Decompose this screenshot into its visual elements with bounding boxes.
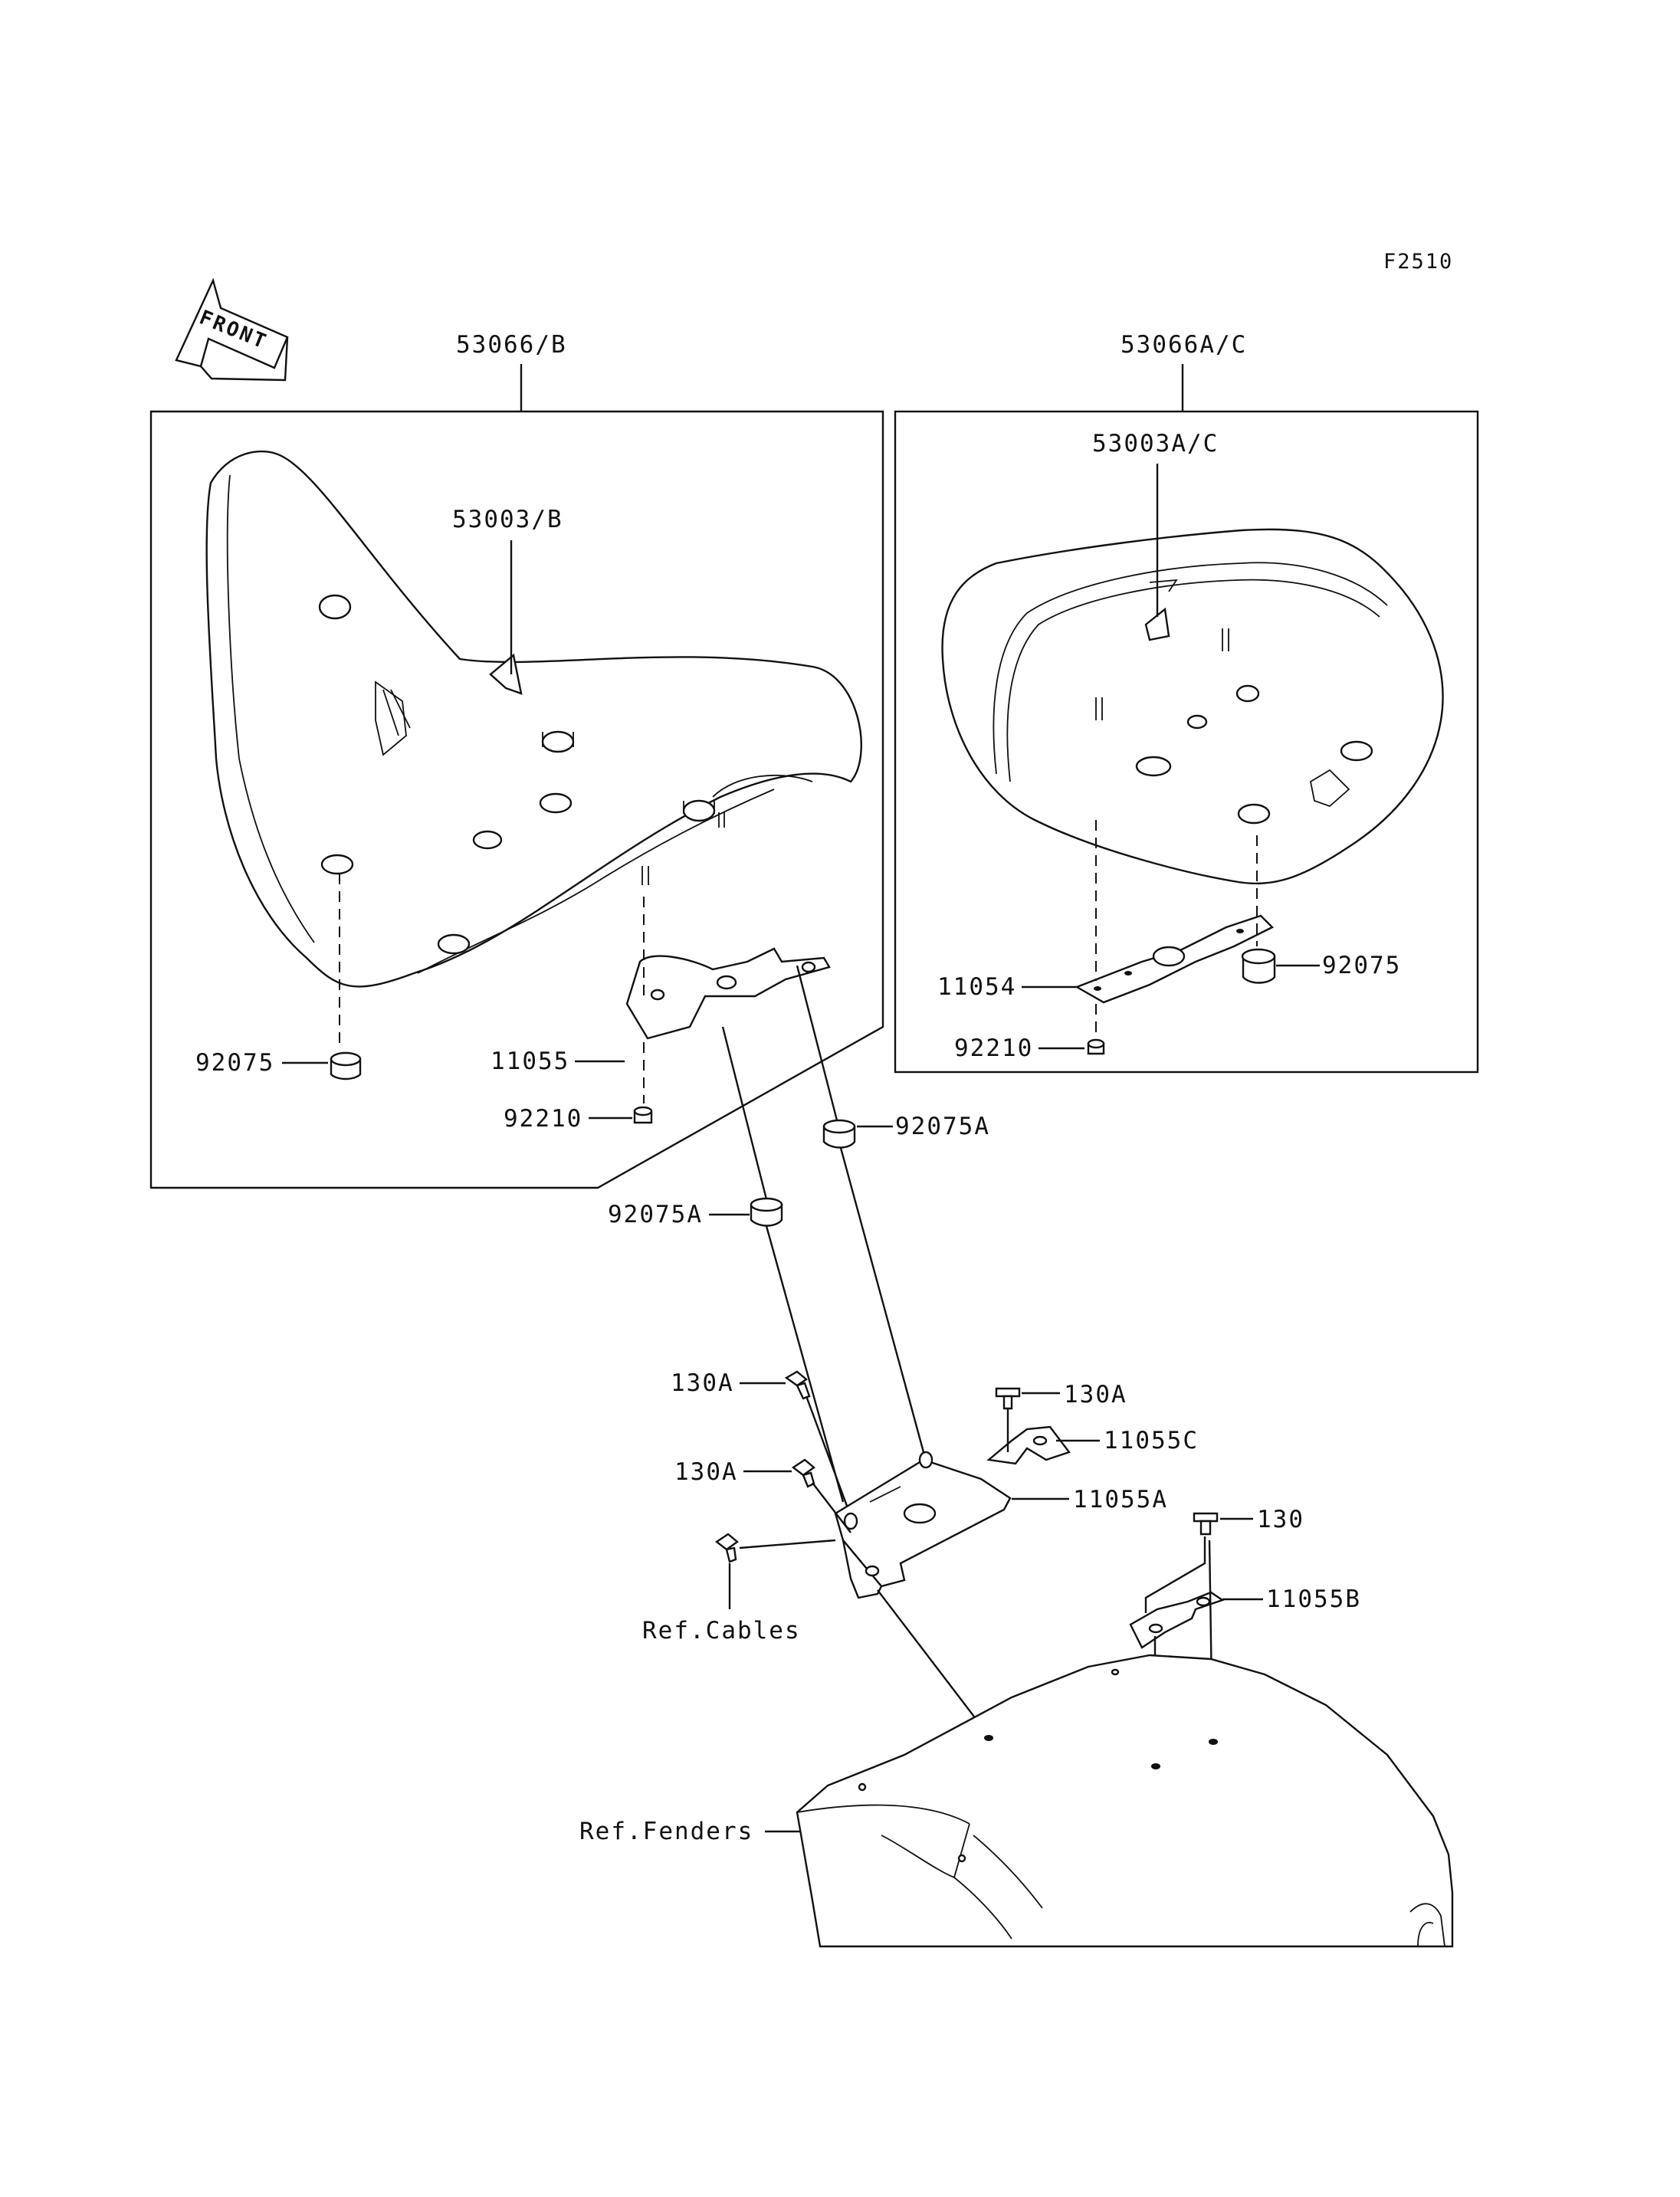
ref-fenders-label: Ref.Fenders (579, 1818, 753, 1845)
front-arrow-icon: FRONT (175, 277, 289, 382)
label-11055A: 11055A (1073, 1486, 1168, 1513)
pillion-seat-drawing (941, 528, 1444, 885)
clamp-11055C (986, 1425, 1071, 1465)
label-92210-right: 92210 (954, 1035, 1033, 1062)
rider-seat-drawing (205, 450, 862, 988)
label-130A-left-lower: 130A (674, 1458, 738, 1486)
pillion-seat-box (894, 410, 1479, 1074)
label-92210-left: 92210 (504, 1105, 582, 1133)
bracket-11055A (834, 1451, 1012, 1599)
bolt-130A-left-upper (784, 1370, 811, 1400)
grommet-92075A-lower (750, 1197, 783, 1227)
rider-seat-group: 53066/B 53003/B (149, 331, 884, 1189)
grommet-92075A-upper (822, 1119, 856, 1149)
rider-seat-assembly-label: 53066/B (456, 331, 567, 359)
figure-code: F2510 (1383, 250, 1453, 274)
pillion-seat-group: 53066A/C 53003A/C (894, 331, 1479, 1074)
label-130: 130 (1257, 1506, 1304, 1533)
plate-11054 (1075, 914, 1275, 1004)
grommet-92075-left (330, 1051, 362, 1080)
label-130A-left-upper: 130A (671, 1369, 734, 1397)
nut-92210-left (633, 1106, 653, 1124)
pillion-seat-cover-label: 53003A/C (1092, 430, 1219, 457)
bolt-130A-left-lower (791, 1458, 815, 1488)
label-11054: 11054 (937, 973, 1016, 1001)
label-11055: 11055 (491, 1048, 569, 1075)
bracket-11055 (625, 947, 831, 1040)
bolt-130 (1193, 1512, 1219, 1536)
label-92075A-lower: 92075A (608, 1201, 703, 1228)
label-92075-left: 92075 (195, 1049, 274, 1077)
pillion-seat-assembly-label: 53066A/C (1121, 331, 1247, 359)
label-11055C: 11055C (1104, 1427, 1199, 1454)
rider-seat-box (149, 410, 884, 1189)
ref-cables-label: Ref.Cables (642, 1617, 801, 1644)
label-11055B: 11055B (1266, 1585, 1361, 1613)
grommet-92075-right (1241, 948, 1276, 984)
label-92075A-upper: 92075A (895, 1113, 990, 1140)
nut-92210-right (1087, 1038, 1105, 1055)
rider-seat-cover-label: 53003/B (452, 506, 563, 533)
cable-clamp-bolt (714, 1533, 739, 1563)
label-130A-right: 130A (1064, 1381, 1127, 1408)
rear-fender (796, 1654, 1454, 1948)
label-92075-right: 92075 (1322, 952, 1401, 979)
bolt-130A-right (995, 1387, 1021, 1410)
bracket-11055B (1129, 1591, 1225, 1649)
